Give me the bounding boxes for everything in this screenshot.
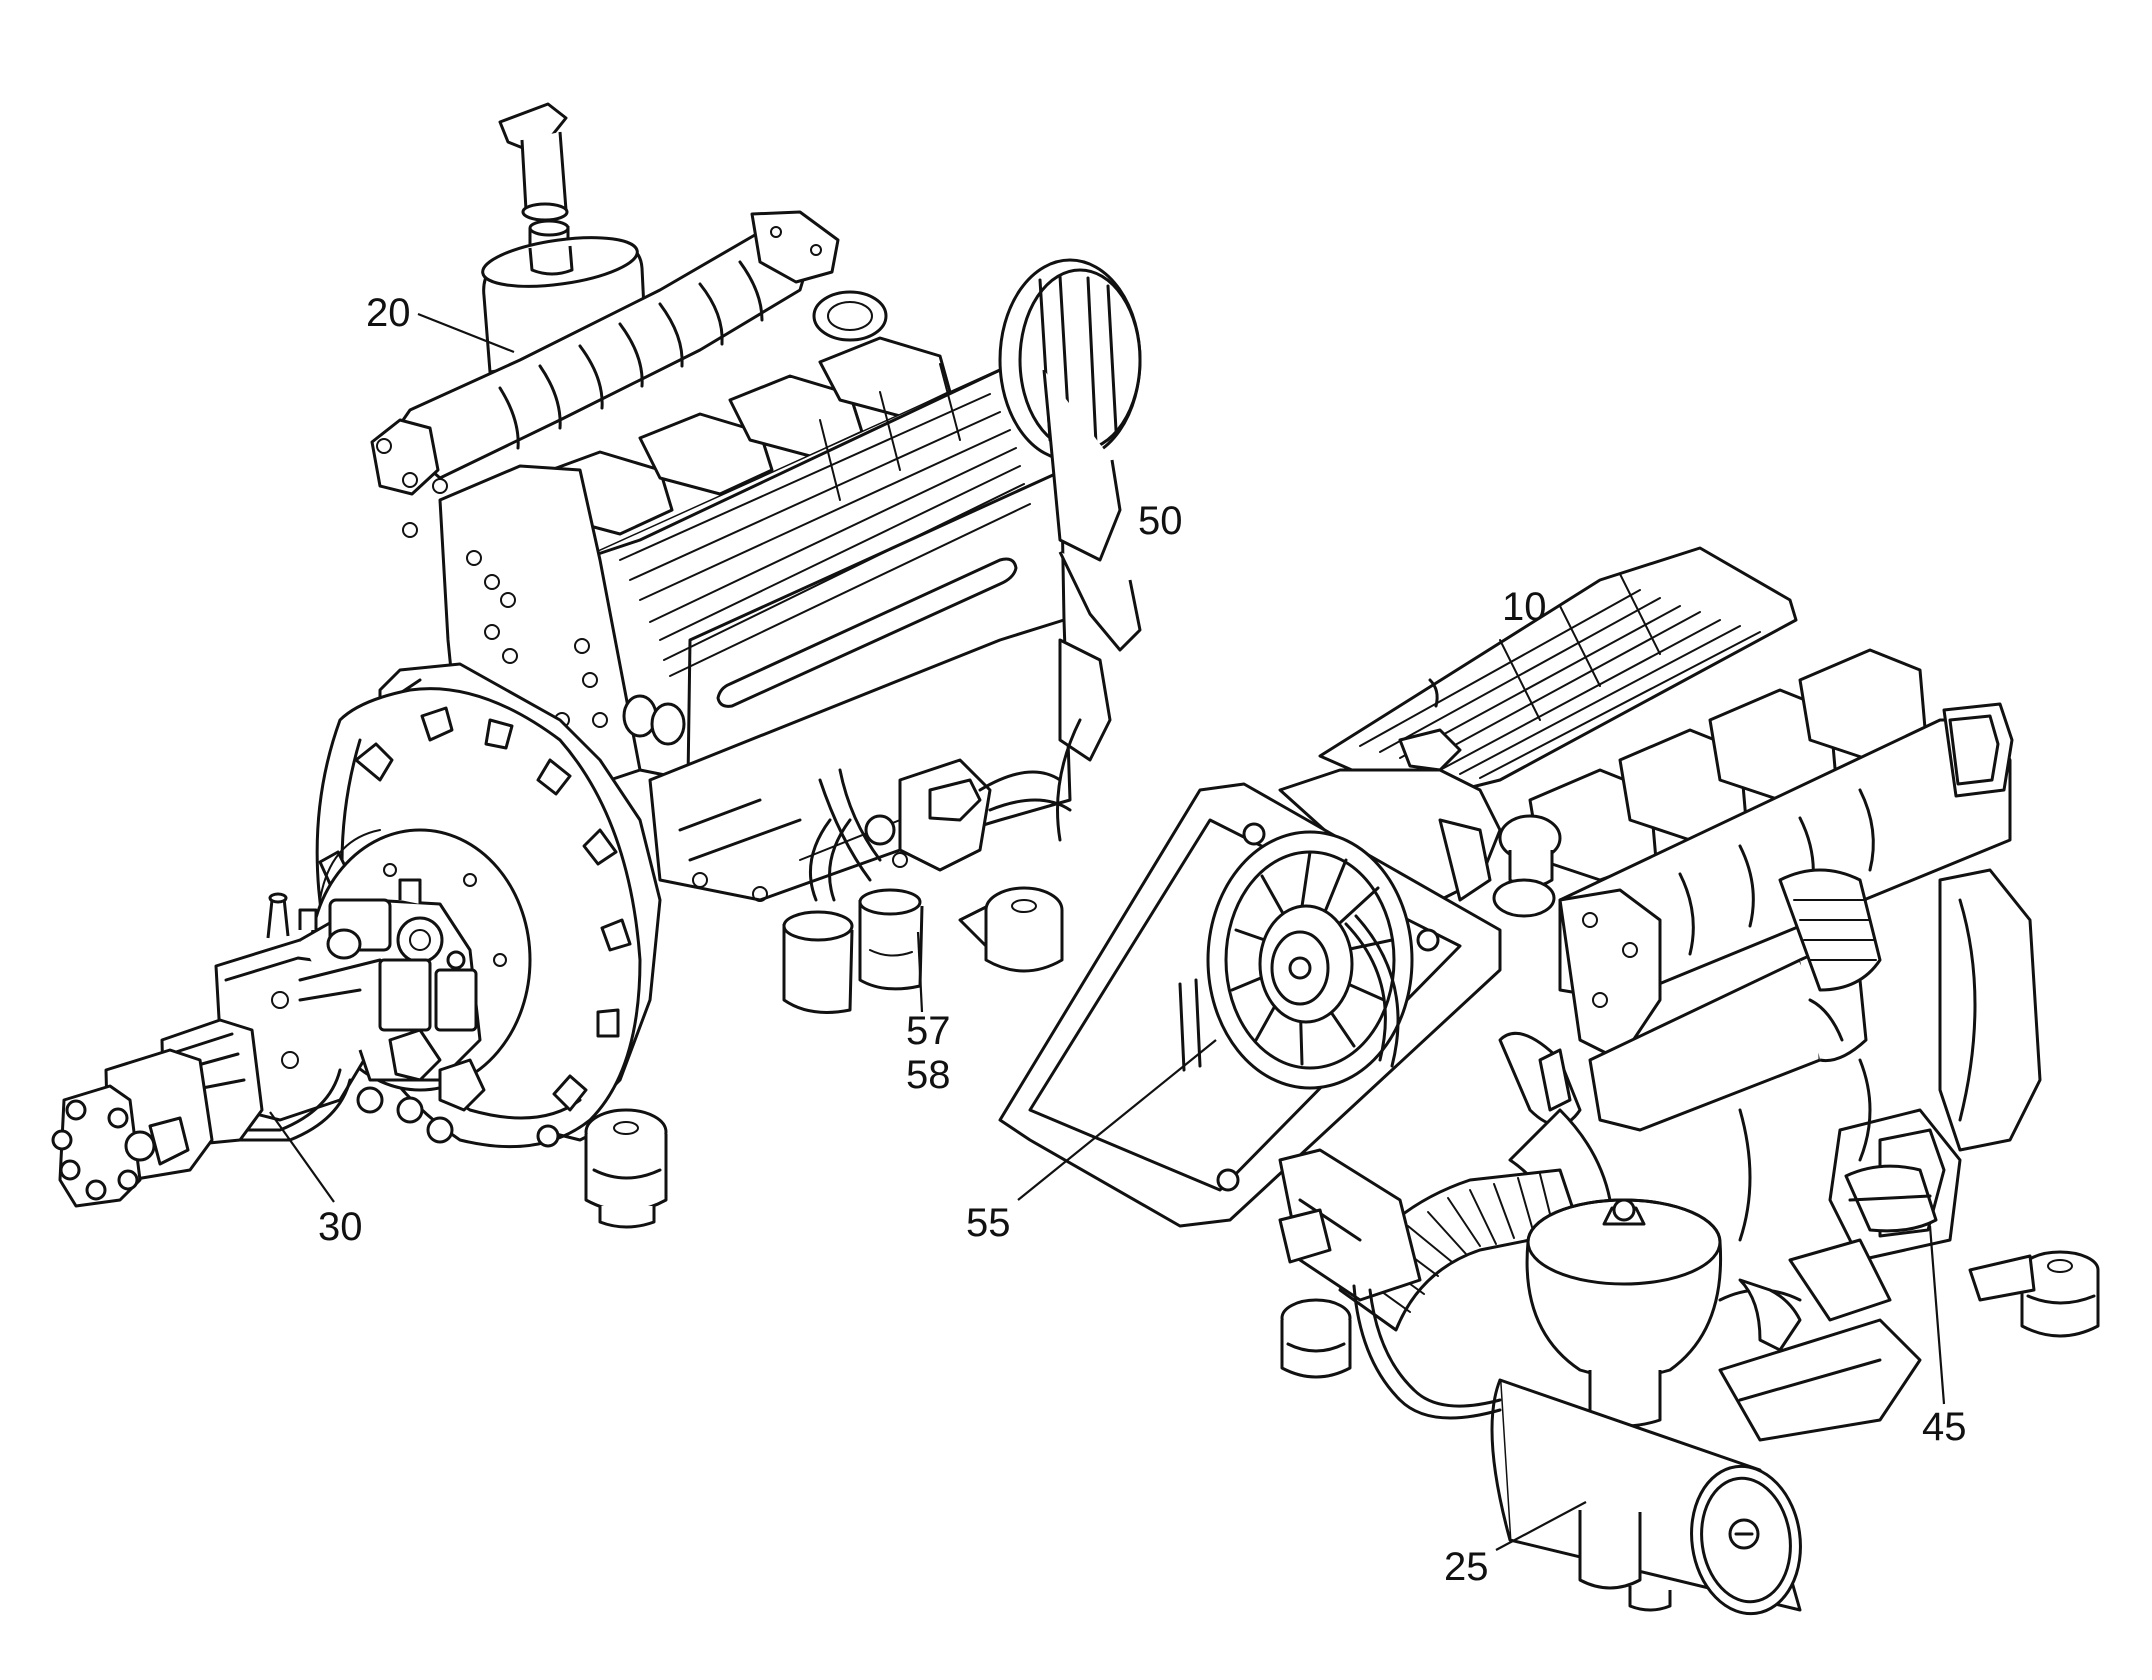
right-side-plate <box>1558 888 1662 1062</box>
callout-label-55: 55 <box>966 1201 1011 1245</box>
callout-10: 10 <box>1502 585 1547 629</box>
right-rocker-covers <box>1498 648 1928 889</box>
callout-50: 50 <box>1138 499 1183 543</box>
callout-58: 58 <box>906 1053 951 1097</box>
exhaust-manifold <box>390 210 840 480</box>
air-cleaner-bowl <box>1525 1198 1723 1428</box>
callout-label-30: 30 <box>318 1205 363 1249</box>
cooling-fan <box>1178 830 1414 1090</box>
intake-elbow-hose <box>1778 868 1882 992</box>
left-engine-mount-right <box>958 886 1064 973</box>
callout-55: 55 <box>966 1039 1217 1245</box>
starter-motor-and-wiring <box>818 638 1112 882</box>
callout-label-50: 50 <box>1138 499 1183 543</box>
callout-label-57: 57 <box>906 1009 951 1053</box>
left-front-fan-pulley <box>998 258 1142 652</box>
callouts: 20 50 10 57 58 30 55 45 25 <box>269 291 1967 1589</box>
callout-57: 57 <box>906 931 951 1053</box>
hydraulic-pump-assembly <box>51 878 486 1208</box>
callout-label-20: 20 <box>366 291 411 335</box>
callout-20: 20 <box>366 291 515 354</box>
right-engine-mount-left <box>1280 1298 1352 1379</box>
callout-label-58: 58 <box>906 1053 951 1097</box>
left-engine-assembly <box>51 102 1142 1229</box>
left-end-plate <box>370 418 448 538</box>
callout-label-25: 25 <box>1444 1545 1489 1589</box>
callout-30: 30 <box>269 1111 363 1249</box>
right-engine-mount-bottom <box>1578 1510 1642 1590</box>
air-cleaner-canister <box>1490 1378 1802 1616</box>
breather-hose <box>1844 1164 1938 1233</box>
callout-25: 25 <box>1444 1501 1587 1589</box>
left-engine-mount-bottom <box>536 1108 668 1229</box>
callout-label-45: 45 <box>1922 1405 1967 1449</box>
callout-45: 45 <box>1922 1225 1967 1449</box>
callout-label-10: 10 <box>1502 585 1547 629</box>
right-lower-piping <box>1278 1048 1752 1420</box>
right-engine-assembly <box>998 546 2100 1616</box>
right-engine-mount-right <box>1968 1250 2100 1338</box>
